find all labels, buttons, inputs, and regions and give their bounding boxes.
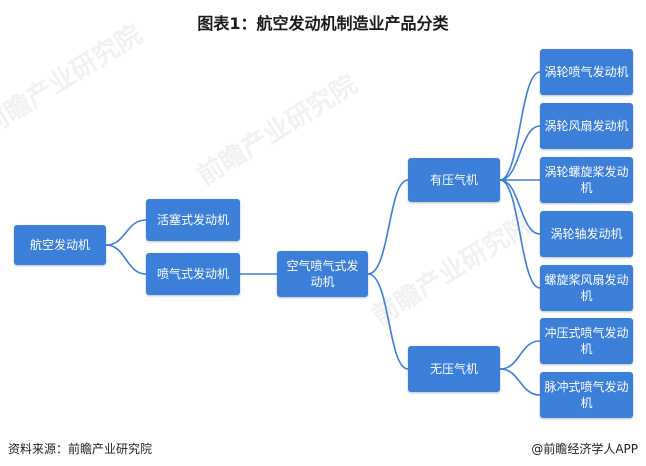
node-without-compressor: 无压气机 bbox=[408, 346, 500, 392]
node-turboprop: 涡轮螺旋桨发动机 bbox=[540, 157, 633, 203]
node-air-breathing-jet-engine: 空气喷气式发动机 bbox=[277, 251, 368, 297]
node-turbojet: 涡轮喷气发动机 bbox=[540, 49, 633, 95]
node-turbofan: 涡轮风扇发动机 bbox=[540, 103, 633, 149]
connector-without-ramjet bbox=[499, 340, 541, 370]
node-with-compressor: 有压气机 bbox=[408, 158, 500, 202]
connector-with-turbojet bbox=[499, 71, 541, 181]
node-turboshaft: 涡轮轴发动机 bbox=[540, 211, 633, 257]
connector-without-pulsejet bbox=[499, 368, 541, 396]
connector-with-propfan bbox=[499, 179, 541, 289]
node-piston-engine: 活塞式发动机 bbox=[146, 199, 240, 241]
node-jet-engine: 喷气式发动机 bbox=[146, 253, 240, 295]
connector-root-piston bbox=[105, 219, 147, 246]
connector-with-turbofan bbox=[499, 125, 541, 181]
connector-air-with bbox=[367, 179, 409, 275]
node-ramjet: 冲压式喷气发动机 bbox=[540, 318, 633, 364]
connector-root-jet bbox=[105, 244, 147, 275]
source-note: 资料来源：前瞻产业研究院 bbox=[8, 442, 153, 456]
chart-title: 图表1：航空发动机制造业产品分类 bbox=[197, 14, 449, 33]
node-pulsejet: 脉冲式喷气发动机 bbox=[540, 372, 633, 418]
node-aero-engine: 航空发动机 bbox=[14, 225, 106, 265]
brand-credit: @前瞻经济学人APP bbox=[531, 442, 638, 456]
node-propfan: 螺旋桨风扇发动机 bbox=[540, 265, 633, 311]
connector-with-turboshaft bbox=[499, 179, 541, 235]
connector-air-without bbox=[367, 273, 409, 370]
